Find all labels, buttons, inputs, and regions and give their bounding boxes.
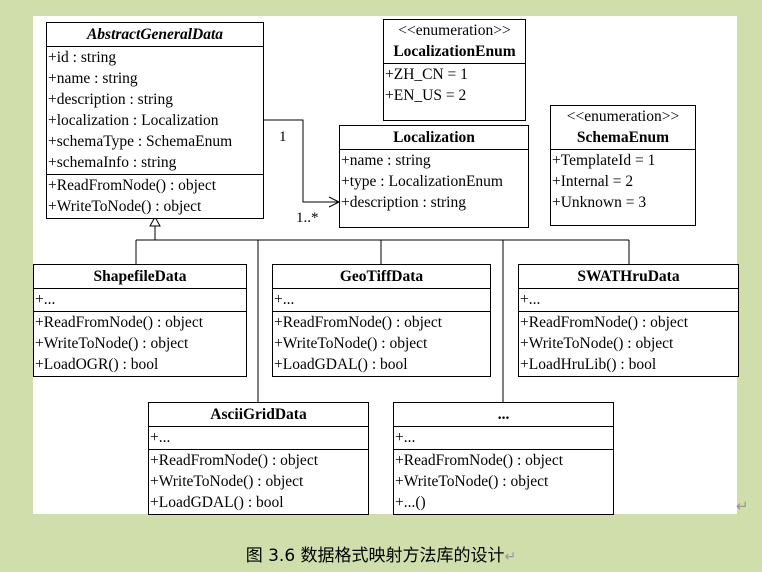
attribute: +schemaInfo : string [48,154,177,171]
class-name: AbstractGeneralData [86,26,224,43]
enum-literal: +ZH_CN = 1 [385,66,468,83]
enum-literal: +Internal = 2 [552,173,634,190]
class-header: <<enumeration>> LocalizationEnum [384,20,525,64]
class-name: LocalizationEnum [393,43,516,60]
class-abstract-general-data[interactable]: AbstractGeneralData +id : string +name :… [46,22,264,219]
enum-schema-enum[interactable]: <<enumeration>> SchemaEnum +TemplateId =… [550,105,696,226]
class-name: Localization [393,129,475,146]
class-name: AsciiGridData [210,406,307,423]
class-header: SWATHruData [519,265,738,289]
operation: +WriteToNode() : object [520,335,674,352]
class-name: ShapefileData [93,268,187,285]
attribute: +localization : Localization [48,112,219,129]
class-swathru-data[interactable]: SWATHruData +... +ReadFromNode() : objec… [518,264,739,377]
attribute: +schemaType : SchemaEnum [48,133,233,150]
class-other-data[interactable]: ... +... +ReadFromNode() : object +Write… [393,402,614,515]
paragraph-mark-icon: ↵ [504,549,517,565]
operation: +ReadFromNode() : object [150,452,319,469]
operation: +WriteToNode() : object [35,335,189,352]
attributes-section: +id : string +name : string +description… [47,47,263,175]
operation: +WriteToNode() : object [150,473,304,490]
caption-text: 图 3.6 数据格式映射方法库的设计 [245,546,505,566]
operation: +WriteToNode() : object [395,473,549,490]
attribute: +... [150,429,171,446]
class-shapefile-data[interactable]: ShapefileData +... +ReadFromNode() : obj… [33,264,247,377]
operation: +ReadFromNode() : object [395,452,564,469]
class-name: GeoTiffData [339,268,424,285]
class-name: SWATHruData [577,268,680,285]
operation: +LoadHruLib() : bool [520,356,657,373]
class-header: ShapefileData [34,265,246,289]
paragraph-mark-icon: ↵ [736,497,749,515]
attribute: +... [274,291,295,308]
operation: +ReadFromNode() : object [520,314,689,331]
attributes-section: +... [34,289,246,312]
attributes-section: +... [394,427,613,450]
class-geotiff-data[interactable]: GeoTiffData +... +ReadFromNode() : objec… [272,264,491,377]
enum-literal: +EN_US = 2 [385,87,467,104]
operations-section: +ReadFromNode() : object +WriteToNode() … [273,312,490,376]
class-asciigrid-data[interactable]: AsciiGridData +... +ReadFromNode() : obj… [148,402,369,515]
operation: +WriteToNode() : object [274,335,428,352]
attributes-section: +... [519,289,738,312]
operations-section: +ReadFromNode() : object +WriteToNode() … [394,450,613,514]
class-localization[interactable]: Localization +name : string +type : Loca… [339,125,529,228]
attribute: +description : string [48,91,173,108]
operation: +ReadFromNode() : object [48,177,217,194]
association-line [264,119,339,203]
attribute: +... [35,291,56,308]
operation: +...() [395,494,426,511]
literals-section: +ZH_CN = 1 +EN_US = 2 [384,64,525,107]
enum-literal: +Unknown = 3 [552,194,647,211]
stereotype-label: <<enumeration>> [566,108,680,125]
attribute: +name : string [48,70,138,87]
operation: +ReadFromNode() : object [274,314,443,331]
attributes-section: +... [149,427,368,450]
operations-section: +ReadFromNode() : object +WriteToNode() … [47,175,263,218]
attribute: +id : string [48,49,117,66]
multiplicity-target: 1..* [296,210,319,226]
class-header: AsciiGridData [149,403,368,427]
figure-caption: 图 3.6 数据格式映射方法库的设计↵ [0,541,762,566]
class-name: SchemaEnum [576,129,670,146]
operation: +LoadGDAL() : bool [274,356,408,373]
class-header: ... [394,403,613,427]
operation: +LoadGDAL() : bool [150,494,284,511]
class-header: <<enumeration>> SchemaEnum [551,106,695,150]
operations-section: +ReadFromNode() : object +WriteToNode() … [519,312,738,376]
attribute: +... [395,429,416,446]
operation: +LoadOGR() : bool [35,356,159,373]
class-name: ... [497,406,510,423]
multiplicity-source: 1 [279,129,287,145]
attribute: +description : string [341,194,466,211]
attribute: +type : LocalizationEnum [341,173,503,190]
enum-localization-enum[interactable]: <<enumeration>> LocalizationEnum +ZH_CN … [383,19,526,121]
stereotype-label: <<enumeration>> [398,22,511,39]
attributes-section: +name : string +type : LocalizationEnum … [340,150,528,214]
operations-section: +ReadFromNode() : object +WriteToNode() … [34,312,246,376]
operation: +ReadFromNode() : object [35,314,204,331]
attribute: +name : string [341,152,431,169]
class-header: GeoTiffData [273,265,490,289]
attributes-section: +... [273,289,490,312]
operation: +WriteToNode() : object [48,198,202,215]
relationship-lines [135,119,630,402]
operations-section: +ReadFromNode() : object +WriteToNode() … [149,450,368,514]
class-header: Localization [340,126,528,150]
attribute: +... [520,291,541,308]
diagram-canvas: 1 1..* AbstractGeneralData +id : string … [33,16,739,515]
enum-literal: +TemplateId = 1 [552,152,656,169]
literals-section: +TemplateId = 1 +Internal = 2 +Unknown =… [551,150,695,214]
class-header: AbstractGeneralData [47,23,263,47]
